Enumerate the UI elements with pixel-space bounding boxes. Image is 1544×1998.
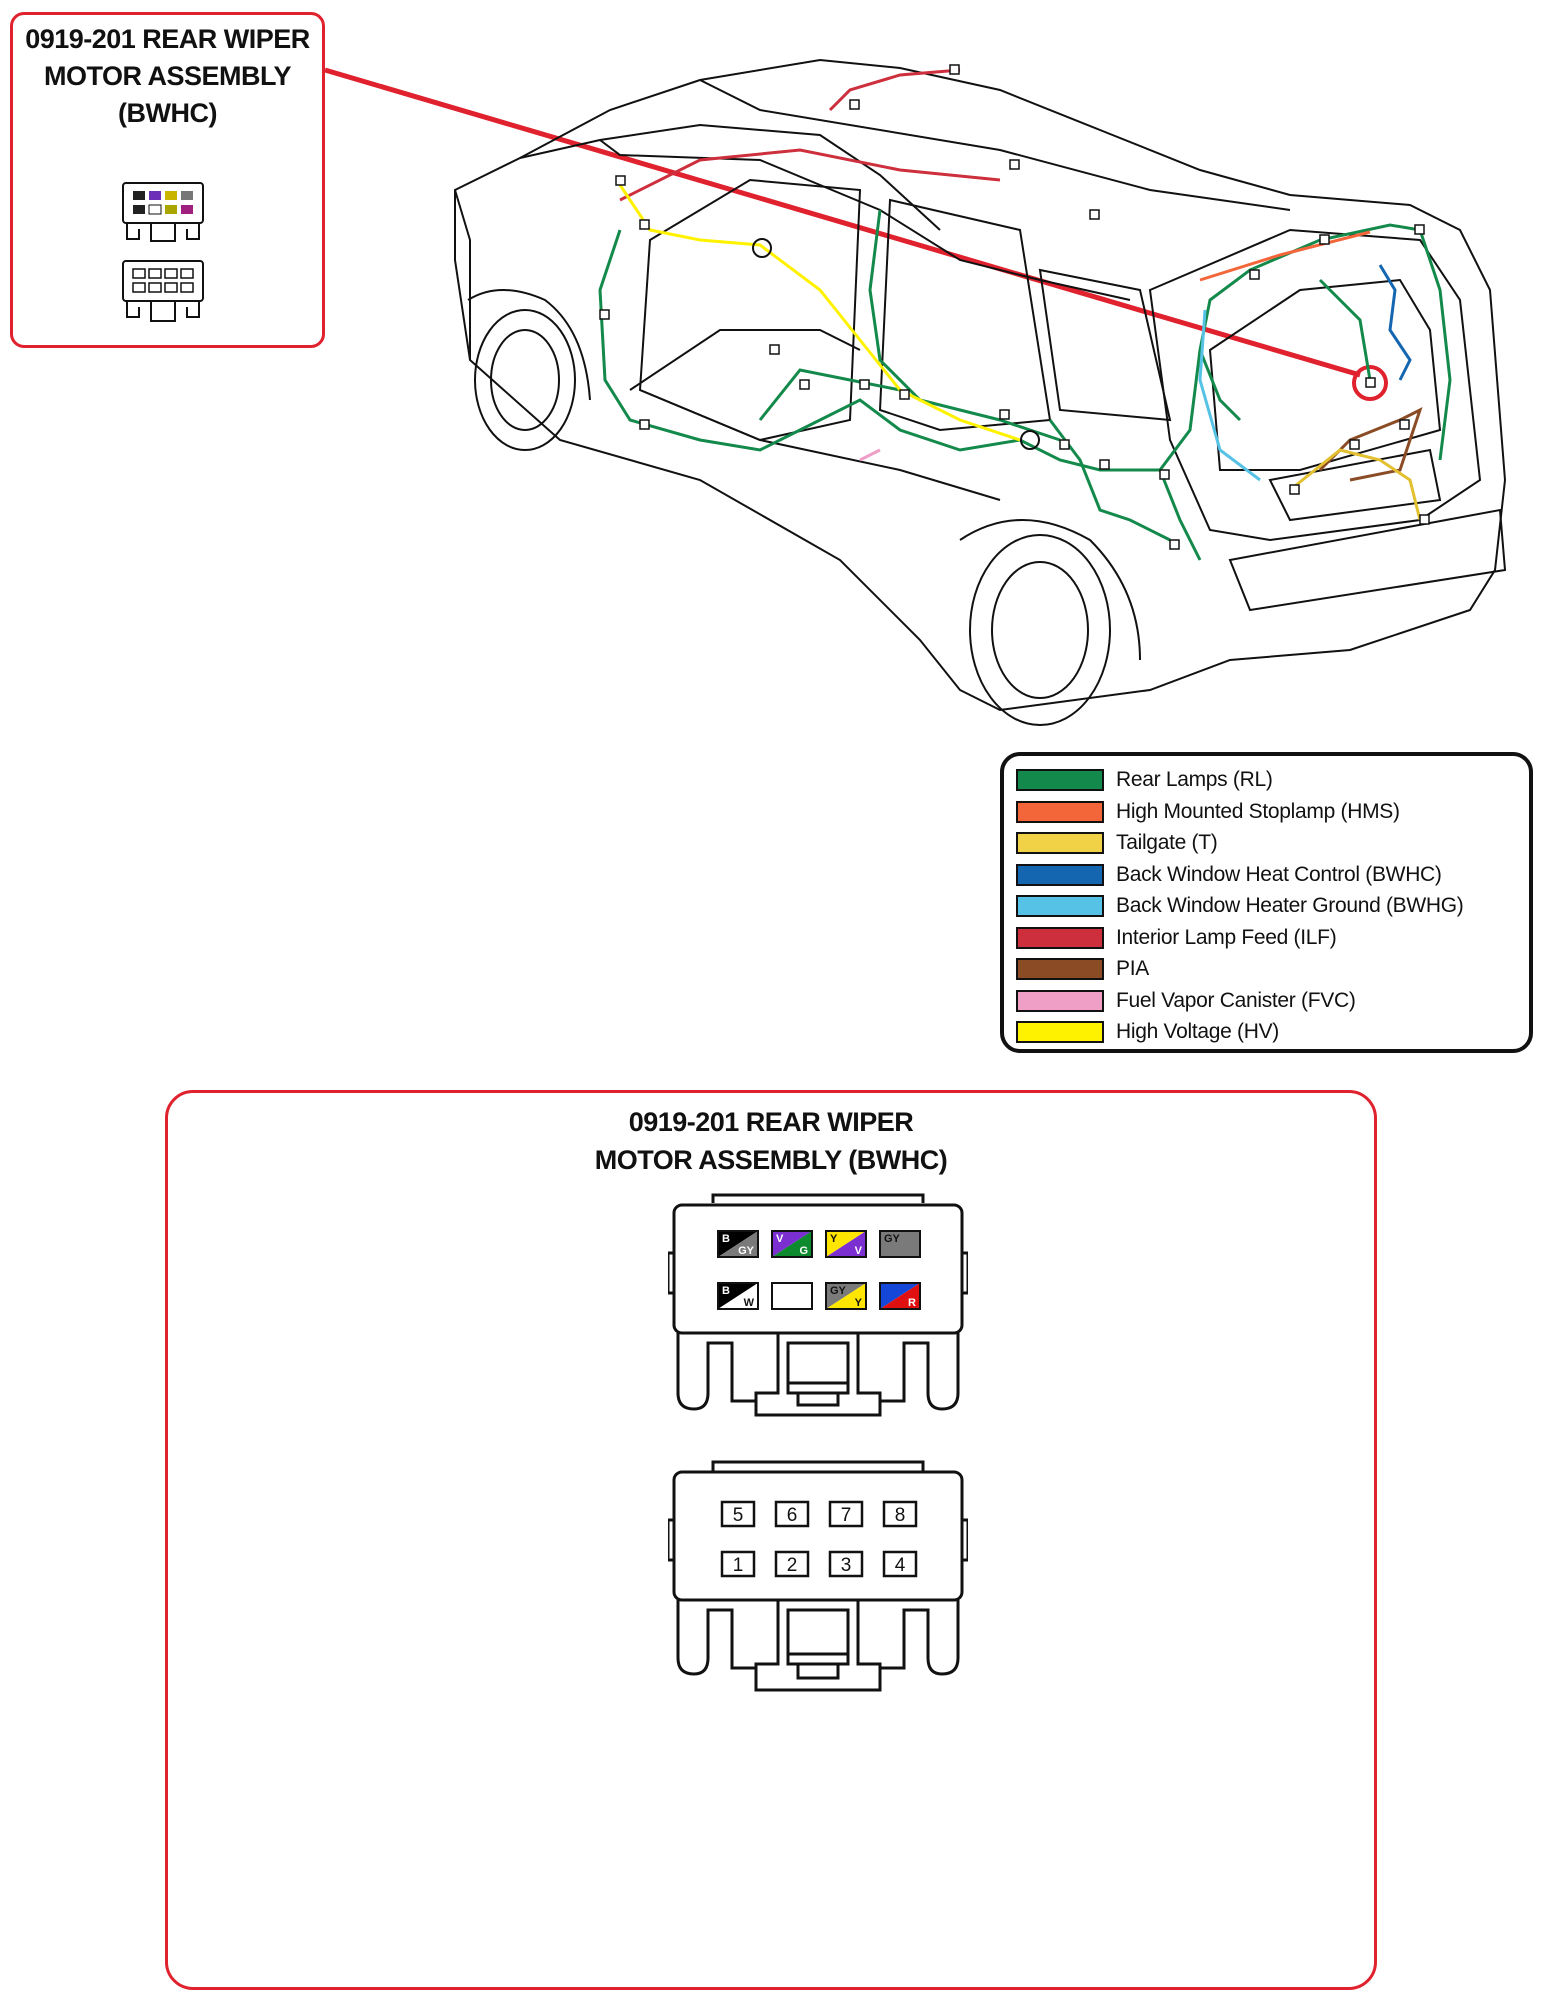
legend-swatch xyxy=(1016,832,1104,854)
harness-tailgate xyxy=(1289,448,1422,521)
wire-cavity: YV xyxy=(825,1230,867,1258)
wire-cavity: GY Y xyxy=(825,1282,867,1310)
rear-wheel xyxy=(959,519,1141,726)
legend-label: High Mounted Stoplamp (HMS) xyxy=(1116,800,1400,823)
grommets xyxy=(752,238,1040,450)
legend-item: Rear Lamps (RL) xyxy=(1016,766,1273,794)
pin-cavity: 2 xyxy=(774,1550,810,1578)
pin-cavity: 5 xyxy=(720,1500,756,1528)
pin-cavity: 1 xyxy=(720,1550,756,1578)
legend-swatch xyxy=(1016,1021,1104,1043)
wire-secondary-color: R xyxy=(908,1297,916,1309)
legend-swatch xyxy=(1016,927,1104,949)
legend-item: Back Window Heater Ground (BWHG) xyxy=(1016,892,1464,920)
pin-cavity: 3 xyxy=(828,1550,864,1578)
detail-title-line: 0919-201 REAR WIPER xyxy=(628,1107,914,1137)
wire-secondary-color: V xyxy=(855,1245,863,1257)
connector-detail-panel: 0919-201 REAR WIPER MOTOR ASSEMBLY (BWHC… xyxy=(165,1090,1377,1990)
wire-primary-color: B xyxy=(722,1233,730,1245)
callout-leader-line xyxy=(324,67,1361,378)
wire-cavity xyxy=(771,1282,813,1310)
wire-cavity: VG xyxy=(771,1230,813,1258)
legend-label: Back Window Heat Control (BWHC) xyxy=(1116,863,1442,886)
wire-secondary-color: GY xyxy=(738,1245,755,1257)
legend-swatch xyxy=(1016,990,1104,1012)
legend-label: Fuel Vapor Canister (FVC) xyxy=(1116,989,1356,1012)
legend-swatch xyxy=(1016,864,1104,886)
detail-title-line: MOTOR ASSEMBLY (BWHC) xyxy=(594,1145,948,1175)
harness-back-window-heater-ground xyxy=(1198,309,1261,482)
connector-location-marker xyxy=(1352,365,1388,401)
pin-number-bottom-row: 1 2 3 4 xyxy=(720,1550,918,1578)
legend-item: Interior Lamp Feed (ILF) xyxy=(1016,924,1337,952)
legend-item: PIA xyxy=(1016,955,1149,983)
wire-cavity: R xyxy=(879,1282,921,1310)
callout-title-line: MOTOR ASSEMBLY xyxy=(43,61,292,91)
harness-high-voltage xyxy=(618,184,1021,442)
harness-pia xyxy=(1318,407,1423,482)
legend-label: PIA xyxy=(1116,957,1149,980)
legend-label: High Voltage (HV) xyxy=(1116,1020,1279,1043)
callout-title-line: (BWHC) xyxy=(118,98,217,128)
pin-cavity: 6 xyxy=(774,1500,810,1528)
wire-secondary-color: G xyxy=(799,1245,808,1257)
detail-title: 0919-201 REAR WIPER MOTOR ASSEMBLY (BWHC… xyxy=(168,1103,1374,1179)
legend-item: High Mounted Stoplamp (HMS) xyxy=(1016,798,1400,826)
wire-primary-color: Y xyxy=(830,1233,838,1245)
legend-label: Back Window Heater Ground (BWHG) xyxy=(1116,894,1464,917)
wire-primary-color: V xyxy=(776,1233,784,1245)
harness-interior-lamp-feed xyxy=(619,68,1001,202)
legend-swatch xyxy=(1016,958,1104,980)
harness-high-mounted-stoplamp xyxy=(1199,230,1371,282)
pin-number: 6 xyxy=(787,1505,798,1526)
wire-secondary-color: W xyxy=(744,1297,755,1309)
legend-swatch xyxy=(1016,801,1104,823)
wire-secondary-color: Y xyxy=(855,1297,863,1309)
vehicle-harness-illustration xyxy=(324,58,1507,726)
callout-connector-thumbnails xyxy=(122,182,204,322)
legend-item: Fuel Vapor Canister (FVC) xyxy=(1016,987,1356,1015)
callout-title-line: 0919-201 REAR WIPER xyxy=(25,24,310,54)
pin-cavity: 8 xyxy=(882,1500,918,1528)
legend-label: Rear Lamps (RL) xyxy=(1116,768,1273,791)
pin-number: 1 xyxy=(733,1555,744,1576)
pin-number: 5 xyxy=(733,1505,744,1526)
vehicle-outline xyxy=(454,58,1507,712)
pin-number: 8 xyxy=(895,1505,906,1526)
legend-item: Back Window Heat Control (BWHC) xyxy=(1016,861,1442,889)
legend-item: High Voltage (HV) xyxy=(1016,1018,1279,1046)
callout-title: 0919-201 REAR WIPER MOTOR ASSEMBLY (BWHC… xyxy=(13,21,322,132)
pin-number: 4 xyxy=(895,1555,906,1576)
legend-swatch xyxy=(1016,769,1104,791)
connector-pin-number-view: 5 6 7 8 1 2 3 4 xyxy=(668,1460,968,1692)
connector-callout: 0919-201 REAR WIPER MOTOR ASSEMBLY (BWHC… xyxy=(10,12,325,348)
wire-primary-color: GY xyxy=(830,1285,847,1297)
legend-swatch xyxy=(1016,895,1104,917)
pin-number: 2 xyxy=(787,1555,798,1576)
legend-item: Tailgate (T) xyxy=(1016,829,1218,857)
pin-number: 3 xyxy=(841,1555,852,1576)
legend-label: Interior Lamp Feed (ILF) xyxy=(1116,926,1337,949)
wire-primary-color: GY xyxy=(884,1233,901,1245)
harness-connectors xyxy=(599,64,1430,550)
pin-cavity: 7 xyxy=(828,1500,864,1528)
harness-fuel-vapor-canister xyxy=(859,448,881,462)
harness-back-window-heat-control xyxy=(1378,264,1412,381)
pin-number-top-row: 5 6 7 8 xyxy=(720,1500,918,1528)
wire-cavity: B GY xyxy=(717,1230,759,1258)
wire-primary-color: B xyxy=(722,1285,730,1297)
legend-label: Tailgate (T) xyxy=(1116,831,1218,854)
wire-cavity: GY xyxy=(879,1230,921,1258)
pin-cavity: 4 xyxy=(882,1550,918,1578)
pin-number: 7 xyxy=(841,1505,852,1526)
circuit-legend: Rear Lamps (RL) High Mounted Stoplamp (H… xyxy=(1000,752,1533,1053)
front-wheel xyxy=(467,289,591,451)
wire-cavity: BW xyxy=(717,1282,759,1310)
